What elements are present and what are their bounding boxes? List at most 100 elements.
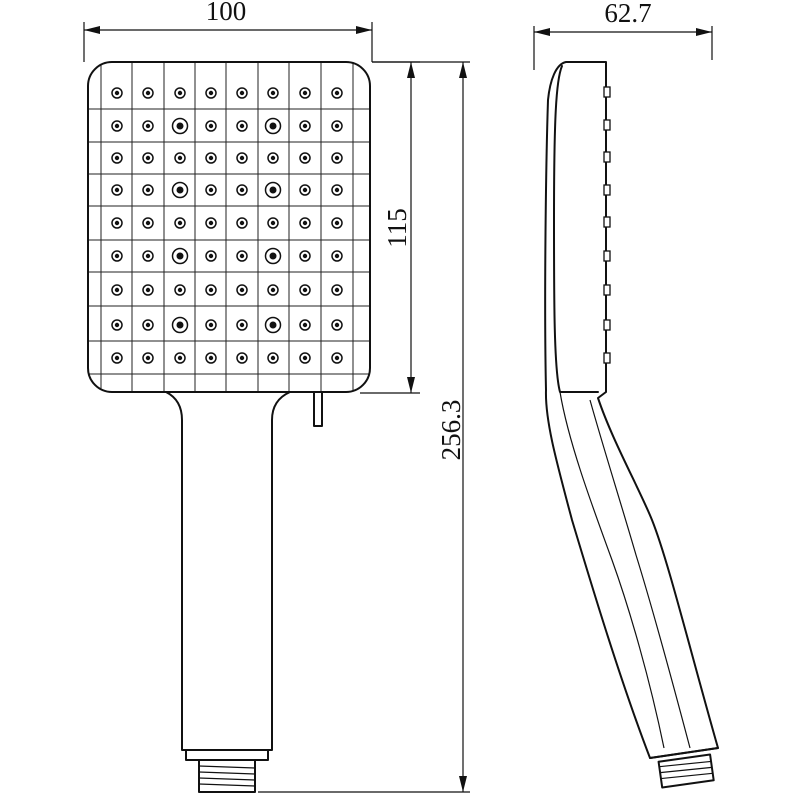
nozzle-center [114,220,120,226]
nozzle-center [145,355,151,361]
nozzle-center [114,155,120,161]
nozzle-center [208,123,214,129]
nozzle-center [334,253,340,259]
nozzle-center [176,186,184,194]
nozzle-center [302,287,308,293]
nozzle-center [239,220,245,226]
side-handle-inner-line-2 [589,399,691,749]
nozzle-center [302,220,308,226]
nozzle-center [177,287,183,293]
nozzle-center [114,322,120,328]
nozzle-center [177,90,183,96]
side-nozzle [603,352,611,364]
nozzle-center [334,355,340,361]
width-dimension-label: 100 [206,0,247,26]
handle-outline [165,391,291,751]
nozzle-center [269,122,277,130]
total-length-dimension-label: 256.3 [436,400,466,461]
side-nozzle [603,86,611,98]
front-view: 100 115 256.3 [83,0,470,793]
handle-button [313,391,323,427]
nozzle-center [239,253,245,259]
nozzle-center [208,355,214,361]
handle-neck [185,749,269,761]
nozzle-center [302,155,308,161]
nozzle-center [334,287,340,293]
nozzle-center [145,155,151,161]
shower-head-face [87,61,371,393]
nozzle-center [145,123,151,129]
nozzle-center [208,155,214,161]
nozzle-center [239,355,245,361]
nozzle-center [177,220,183,226]
nozzle-center [114,287,120,293]
nozzle-center [114,90,120,96]
nozzle-center [114,355,120,361]
side-view: 62.7 [533,0,719,789]
head-height-dimension-label: 115 [382,208,412,248]
nozzle-center [334,322,340,328]
nozzle-center [208,253,214,259]
nozzle-center [208,187,214,193]
nozzle-center [145,253,151,259]
side-handle-inner-line-1 [559,391,665,749]
nozzle-center [270,287,276,293]
nozzle-center [302,355,308,361]
nozzle-center [334,155,340,161]
side-nozzle [603,119,611,131]
nozzle-center [302,322,308,328]
nozzle-center [145,220,151,226]
nozzle-center [208,220,214,226]
side-nozzle-array [603,86,611,364]
nozzle-center [145,187,151,193]
side-thread-connector [657,753,715,789]
nozzle-center [270,155,276,161]
nozzle-center [208,322,214,328]
total-length-dimension: 256.3 [258,61,470,793]
side-body-outline [544,61,719,759]
nozzle-center [114,253,120,259]
nozzle-center [302,123,308,129]
width-dimension: 100 [83,0,373,62]
nozzle-center [239,90,245,96]
nozzle-center [269,252,277,260]
side-nozzle [603,151,611,163]
nozzle-center [176,321,184,329]
nozzle-center [176,252,184,260]
nozzle-center [334,187,340,193]
side-nozzle [603,284,611,296]
side-nozzle [603,319,611,331]
head-height-dimension: 115 [360,61,420,394]
nozzle-center [145,322,151,328]
nozzle-grid-lines [88,62,370,392]
nozzle-center [302,187,308,193]
nozzle-center [270,220,276,226]
nozzle-center [239,155,245,161]
side-nozzle [603,184,611,196]
nozzle-array [111,87,343,364]
nozzle-center [239,287,245,293]
nozzle-center [145,287,151,293]
nozzle-center [334,123,340,129]
nozzle-center [208,287,214,293]
nozzle-center [114,187,120,193]
nozzle-center [269,321,277,329]
depth-dimension: 62.7 [533,0,713,70]
side-nozzle [603,250,611,262]
nozzle-center [176,122,184,130]
nozzle-center [177,355,183,361]
nozzle-center [239,187,245,193]
nozzle-center [239,322,245,328]
thread-connector [198,759,256,793]
side-nozzle [603,216,611,228]
nozzle-center [239,123,245,129]
side-head-face-line [553,65,599,393]
nozzle-center [114,123,120,129]
nozzle-center [334,220,340,226]
nozzle-center [302,253,308,259]
nozzle-center [177,155,183,161]
nozzle-center [302,90,308,96]
depth-dimension-label: 62.7 [604,0,651,28]
nozzle-center [270,90,276,96]
